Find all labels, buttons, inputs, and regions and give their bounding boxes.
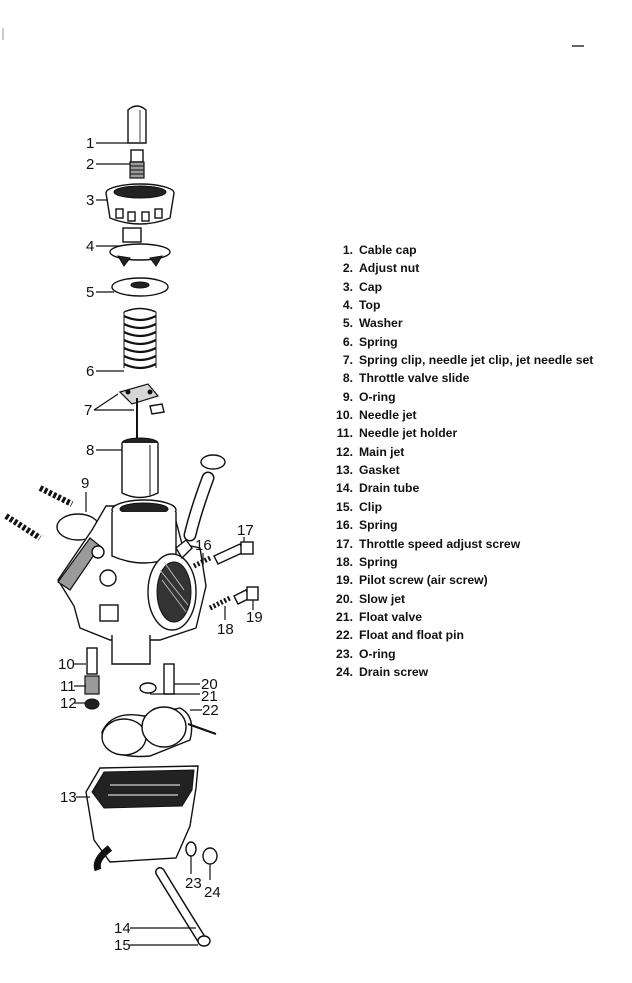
legend-item-19: 19.Pilot screw (air screw) (336, 573, 488, 588)
legend-item-12: 12.Main jet (336, 444, 405, 459)
legend-item-24: 24.Drain screw (336, 664, 429, 679)
callout-21: 21 (201, 688, 218, 705)
callout-10: 10 (58, 656, 75, 673)
callout-8: 8 (86, 442, 94, 459)
callout-14: 14 (114, 920, 131, 937)
legend-item-16: 16.Spring (336, 518, 398, 533)
needle-jet-part (84, 647, 100, 710)
drain-screw-part (185, 841, 218, 865)
throttle-screw-part (192, 541, 254, 569)
callout-4: 4 (86, 238, 94, 255)
legend-item-22: 22.Float and float pin (336, 628, 464, 643)
parts-legend: 1.Cable cap 2.Adjust nut 3.Cap 4.Top 5.W… (316, 241, 626, 681)
callout-1: 1 (86, 135, 94, 152)
callout-18: 18 (217, 621, 234, 638)
legend-item-1: 1.Cable cap (342, 243, 417, 257)
leader-lines (74, 142, 254, 946)
adjust-nut-part (129, 149, 145, 179)
callout-20: 20 (201, 676, 218, 693)
float-part (101, 706, 217, 758)
callout-19: 19 (246, 609, 263, 626)
legend-item-4: 4.Top (342, 298, 381, 313)
legend-item-13: 13.Gasket (336, 463, 400, 478)
callout-24: 24 (204, 884, 221, 901)
legend-item-9: 9.O-ring (342, 389, 396, 404)
legend-item-23: 23.O-ring (336, 646, 396, 661)
top-part (109, 227, 171, 267)
spring-part (123, 307, 157, 370)
callout-labels: 1 2 3 4 5 6 7 8 9 10 11 12 13 14 15 16 1… (58, 135, 263, 954)
callout-9: 9 (81, 475, 89, 492)
legend-item-14: 14.Drain tube (336, 481, 420, 496)
float-bowl-part (85, 765, 199, 872)
callout-5: 5 (86, 284, 94, 301)
carburetor-body-part (57, 499, 207, 665)
legend-item-18: 18.Spring (336, 554, 398, 569)
callout-13: 13 (60, 789, 77, 806)
callout-11: 11 (60, 678, 76, 695)
legend-item-21: 21.Float valve (336, 609, 422, 624)
legend-item-5: 5.Washer (342, 316, 403, 331)
callout-12: 12 (60, 695, 77, 712)
legend-item-8: 8.Throttle valve slide (342, 371, 470, 386)
callout-3: 3 (86, 192, 94, 209)
cap-part (105, 183, 175, 225)
callout-6: 6 (86, 363, 94, 380)
callout-7: 7 (84, 402, 92, 419)
needle-clip-set-part (118, 383, 165, 440)
slow-jet-part (139, 663, 175, 695)
legend-item-11: 11.Needle jet holder (336, 426, 458, 441)
clip-part (200, 454, 226, 470)
callout-22: 22 (202, 702, 219, 719)
legend-item-6: 6.Spring (342, 334, 398, 349)
left-spring-parts (4, 485, 74, 541)
drain-clip-part (197, 935, 211, 947)
throttle-slide-part (121, 437, 159, 499)
callout-17: 17 (237, 522, 254, 539)
legend-item-10: 10.Needle jet (336, 408, 417, 423)
legend-item-17: 17.Throttle speed adjust screw (336, 536, 521, 551)
legend-item-20: 20.Slow jet (336, 591, 406, 606)
callout-23: 23 (185, 875, 202, 892)
legend-item-2: 2.Adjust nut (342, 261, 420, 276)
washer-part (111, 277, 169, 297)
legend-item-3: 3.Cap (342, 279, 383, 294)
cable-cap-part (127, 105, 147, 144)
callout-2: 2 (86, 156, 94, 173)
legend-item-7: 7.Spring clip, needle jet clip, jet need… (342, 353, 594, 368)
legend-item-15: 15.Clip (336, 499, 383, 514)
callout-16: 16 (195, 537, 212, 554)
pilot-screw-part (208, 586, 259, 611)
callout-15: 15 (114, 937, 131, 954)
